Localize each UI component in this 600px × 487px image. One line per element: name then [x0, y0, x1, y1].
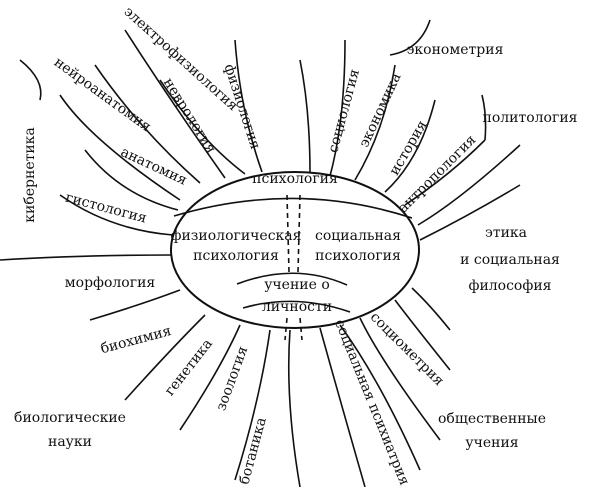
label-botany: ботаника [237, 416, 270, 487]
label-political-science: политология [483, 110, 578, 126]
social-teachings-line2: учения [465, 435, 518, 451]
biological-sciences-line2: науки [48, 434, 92, 450]
social-teachings-line1: общественные [438, 411, 546, 427]
biological-sciences-line1: биологические [14, 410, 126, 426]
label-neuroanatomy: нейроанатомия [51, 54, 154, 135]
ethics-line2: и социальная [460, 252, 560, 268]
label-history: история [386, 118, 430, 179]
label-zoology: зоология [213, 344, 251, 413]
connector-lines [0, 19, 521, 487]
physiological-psychology-line2: психология [193, 248, 279, 264]
label-morphology: морфология [65, 275, 156, 291]
social-psychology-line1: социальная [315, 228, 401, 244]
label-sociometry: социометрия [367, 309, 447, 389]
label-economics: экономика [356, 71, 404, 150]
physiological-psychology-line1: физиологическая [171, 228, 302, 244]
ethics-line3: философия [468, 278, 551, 294]
personality-theory-line2: личности [262, 299, 332, 315]
personality-theory-line1: учение о [264, 277, 330, 293]
social-psychology-line2: психология [315, 248, 401, 264]
label-genetics: генетика [162, 336, 216, 399]
psychology-ellipse: психология физиологическая психология со… [170, 171, 420, 341]
label-econometrics: эконометрия [407, 42, 504, 58]
label-cybernetics: кибернетика [22, 127, 38, 223]
ethics-line1: этика [485, 225, 527, 241]
label-histology: гистология [64, 190, 149, 227]
psychology-title: психология [252, 171, 338, 187]
label-biochemistry: биохимия [99, 323, 173, 357]
